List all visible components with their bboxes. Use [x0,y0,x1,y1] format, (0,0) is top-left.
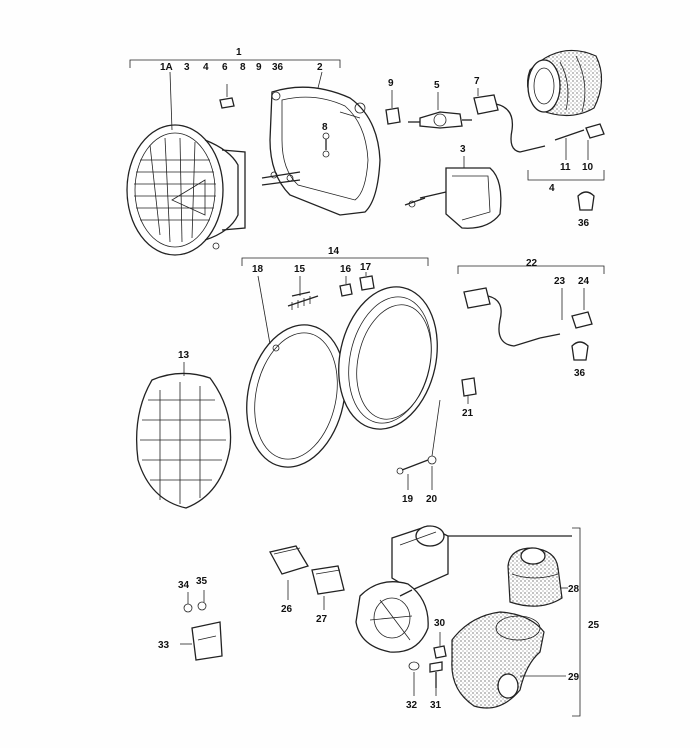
nut-34 [183,592,193,613]
callout-19: 19 [402,494,414,505]
connector-7 [473,88,546,153]
clip-9 [385,90,401,125]
washer-20 [427,399,441,490]
callout-14: 14 [328,246,340,257]
wiring-group-22 [457,265,605,347]
callout-9-top: 9 [256,62,262,73]
callout-18: 18 [252,264,264,275]
bracket-22 [457,265,605,274]
callout-4: 4 [549,183,555,194]
callout-22: 22 [526,258,538,269]
screw-8 [322,132,330,158]
callout-36-b: 36 [574,368,586,379]
bracket-25 [572,527,581,717]
callout-2: 2 [317,62,323,73]
callout-1: 1 [236,47,242,58]
mounting-ring-group-14 [241,257,438,468]
callout-3: 3 [460,144,466,155]
washer-32 [408,661,420,696]
callout-29: 29 [568,672,580,683]
callout-33: 33 [158,640,170,651]
callout-11: 11 [560,162,571,173]
callout-35: 35 [196,576,208,587]
callout-13: 13 [178,350,190,361]
headlight-1a [126,124,246,256]
screw-15 [287,276,319,310]
adjuster-3 [404,156,502,229]
headlight-housing-2 [261,86,381,216]
bracket-1 [129,59,341,68]
grommet-36-mid [571,341,589,361]
rubber-boot-4 [527,49,603,117]
bolt-31 [429,661,443,696]
bulb-10 [585,123,605,160]
motor-assembly-group-25 [355,525,581,717]
grommet-36-top [577,191,595,211]
callout-21: 21 [462,408,474,419]
relay-26 [269,545,309,600]
callout-6: 6 [222,62,228,73]
callout-9: 9 [388,78,394,89]
leader-18 [257,275,271,345]
sealed-beam-13 [135,362,232,509]
callout-4-top: 4 [203,62,209,73]
callout-3-top: 3 [184,62,190,73]
callout-8-top: 8 [240,62,246,73]
callout-7: 7 [474,76,480,87]
leader-1a [169,71,173,131]
callout-10: 10 [582,162,594,173]
callout-25: 25 [588,620,600,631]
clip-21 [461,377,477,404]
callout-17: 17 [360,262,372,273]
bracket-4 [527,170,605,181]
callout-36-a: 36 [578,218,590,229]
callout-28: 28 [568,584,580,595]
leader-2 [317,71,323,89]
callout-27: 27 [316,614,328,625]
boot-28 [507,547,568,607]
callout-32: 32 [406,700,418,711]
callout-1a: 1A [160,62,173,73]
callout-5: 5 [434,80,440,91]
callout-16: 16 [340,264,352,275]
relay-27 [311,565,345,610]
callout-26: 26 [281,604,293,615]
nut-16 [339,276,353,297]
callout-20: 20 [426,494,438,505]
callout-23: 23 [554,276,566,287]
bulb-5 [408,92,472,129]
bracket-33 [180,621,223,661]
housing-29 [451,611,566,709]
callout-31: 31 [430,700,442,711]
socket-11 [554,129,585,160]
callout-8: 8 [322,122,328,133]
callout-24: 24 [578,276,590,287]
screw-6 [219,84,235,109]
headlight-assembly-group [126,59,381,256]
callout-30: 30 [434,618,446,629]
clip-17 [359,272,375,291]
screw-19 [396,459,429,490]
nut-30 [433,632,447,659]
bracket-14 [241,257,429,266]
callout-34: 34 [178,580,190,591]
callout-36-top: 36 [272,62,284,73]
washer-35 [197,590,207,611]
callout-15: 15 [294,264,306,275]
